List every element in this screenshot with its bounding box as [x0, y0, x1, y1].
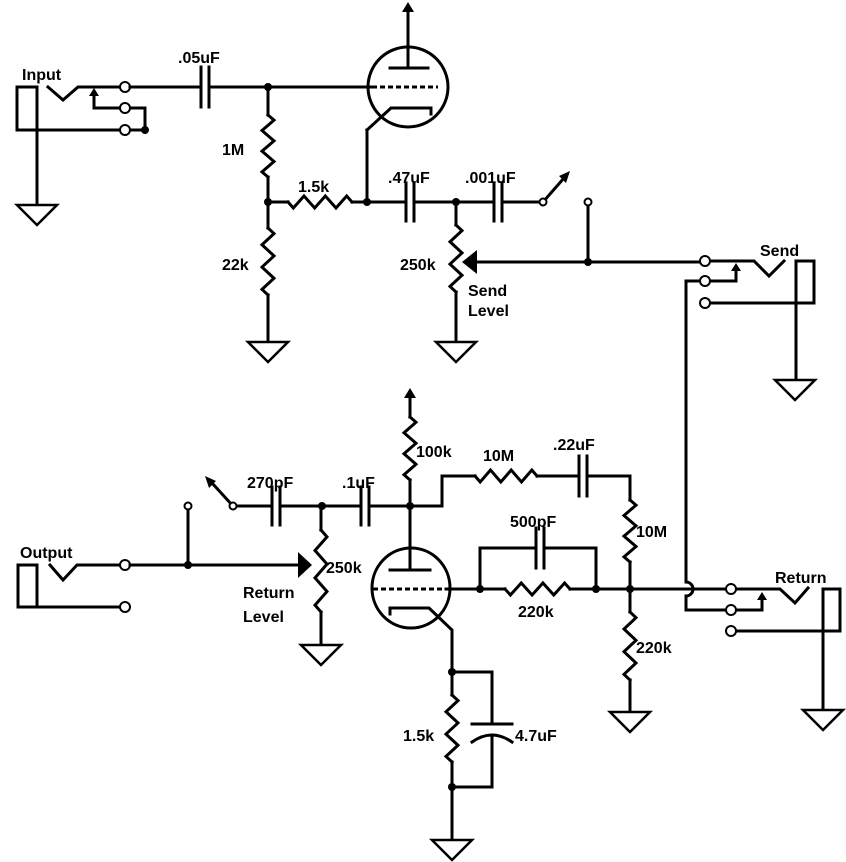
switch-lever-arrow-icon	[559, 171, 570, 183]
cap-4-7uf-label: 4.7uF	[515, 728, 557, 745]
return-jack-label: Return	[775, 570, 827, 587]
ground-symbols	[13, 203, 846, 862]
resistor-zigzag	[447, 222, 465, 295]
resistor-220k-grid-label: 220k	[518, 604, 554, 621]
resistor-1m-label: 1M	[222, 142, 244, 159]
resistor-zigzag	[621, 609, 639, 683]
send-jack-label: Send	[760, 243, 799, 260]
ground-icon	[428, 838, 476, 862]
switch-lever-arrow-icon	[205, 476, 216, 488]
cap-1uf-label: .1uF	[342, 475, 375, 492]
resistor-220k-divider-label: 220k	[636, 640, 672, 657]
resistor-1m	[259, 85, 277, 204]
resistor-1-5k-cathode	[443, 670, 461, 842]
resistor-zigzag	[502, 580, 573, 598]
resistor-1-5k-label: 1.5k	[298, 179, 329, 196]
wiper-arrow-icon	[298, 552, 312, 578]
resistor-100k	[401, 388, 419, 508]
send-pot-label-2: Level	[468, 303, 509, 320]
capacitor-4-7uf	[450, 670, 515, 789]
send-jack	[684, 255, 816, 382]
send-level-pot[interactable]	[447, 200, 477, 344]
cap-47uf-label: .47uF	[388, 170, 430, 187]
cap-001uf-label: .001uF	[465, 170, 516, 187]
resistor-220k-divider	[621, 587, 639, 714]
resistor-zigzag	[401, 414, 419, 483]
resistor-zigzag	[621, 497, 639, 565]
b-plus-arrow-icon	[404, 388, 416, 398]
cap-05uf-label: .05uF	[178, 50, 220, 67]
output-jack-label: Output	[20, 545, 73, 562]
resistor-22k-label: 22k	[222, 257, 249, 274]
resistor-22k	[259, 200, 277, 344]
resistor-zigzag	[313, 527, 329, 615]
input-jack-label: Input	[22, 67, 62, 84]
resistor-220k-grid	[502, 580, 573, 598]
cap-22uf-label: .22uF	[553, 437, 595, 454]
input-jack	[15, 81, 147, 207]
resistor-10m-divider	[621, 497, 639, 591]
output-jack	[16, 559, 131, 613]
bright-switch-send[interactable]	[538, 171, 593, 264]
send-pot-label-1: Send	[468, 283, 507, 300]
resistor-1-5k-cathode-label: 1.5k	[403, 728, 434, 745]
bright-switch-return[interactable]	[183, 476, 238, 567]
b-plus-arrow-icon	[402, 2, 414, 12]
ground-icon	[297, 643, 345, 667]
resistor-zigzag	[259, 225, 277, 298]
return-level-pot[interactable]	[298, 504, 329, 647]
send-pot-value: 250k	[400, 257, 436, 274]
ground-icon	[244, 340, 292, 364]
resistor-10m-divider-label: 10M	[636, 524, 667, 541]
resistor-zigzag	[259, 112, 277, 180]
resistor-zigzag	[472, 467, 540, 485]
ground-icon	[13, 203, 61, 227]
resistor-10m-label: 10M	[483, 448, 514, 465]
cap-270pf-label: 270pF	[247, 475, 293, 492]
resistor-10m-feedback	[472, 467, 540, 485]
ground-icon	[771, 378, 819, 402]
resistor-100k-label: 100k	[416, 444, 452, 461]
send-return-link-wire	[684, 279, 728, 612]
cap-500pf-label: 500pF	[510, 514, 556, 531]
ground-icon	[799, 708, 846, 732]
resistor-zigzag	[285, 193, 355, 211]
vacuum-tube-1	[364, 2, 450, 204]
junction-dots	[141, 83, 634, 791]
resistor-zigzag	[443, 692, 461, 765]
resistor-1-5k	[266, 193, 369, 211]
return-pot-value: 250k	[326, 560, 362, 577]
return-pot-label-2: Level	[243, 609, 284, 626]
wiper-arrow-icon	[462, 250, 477, 274]
return-jack	[725, 583, 842, 712]
ground-icon	[432, 340, 480, 364]
return-pot-label-1: Return	[243, 585, 295, 602]
vacuum-tube-2	[370, 504, 454, 674]
ground-icon	[606, 710, 654, 734]
